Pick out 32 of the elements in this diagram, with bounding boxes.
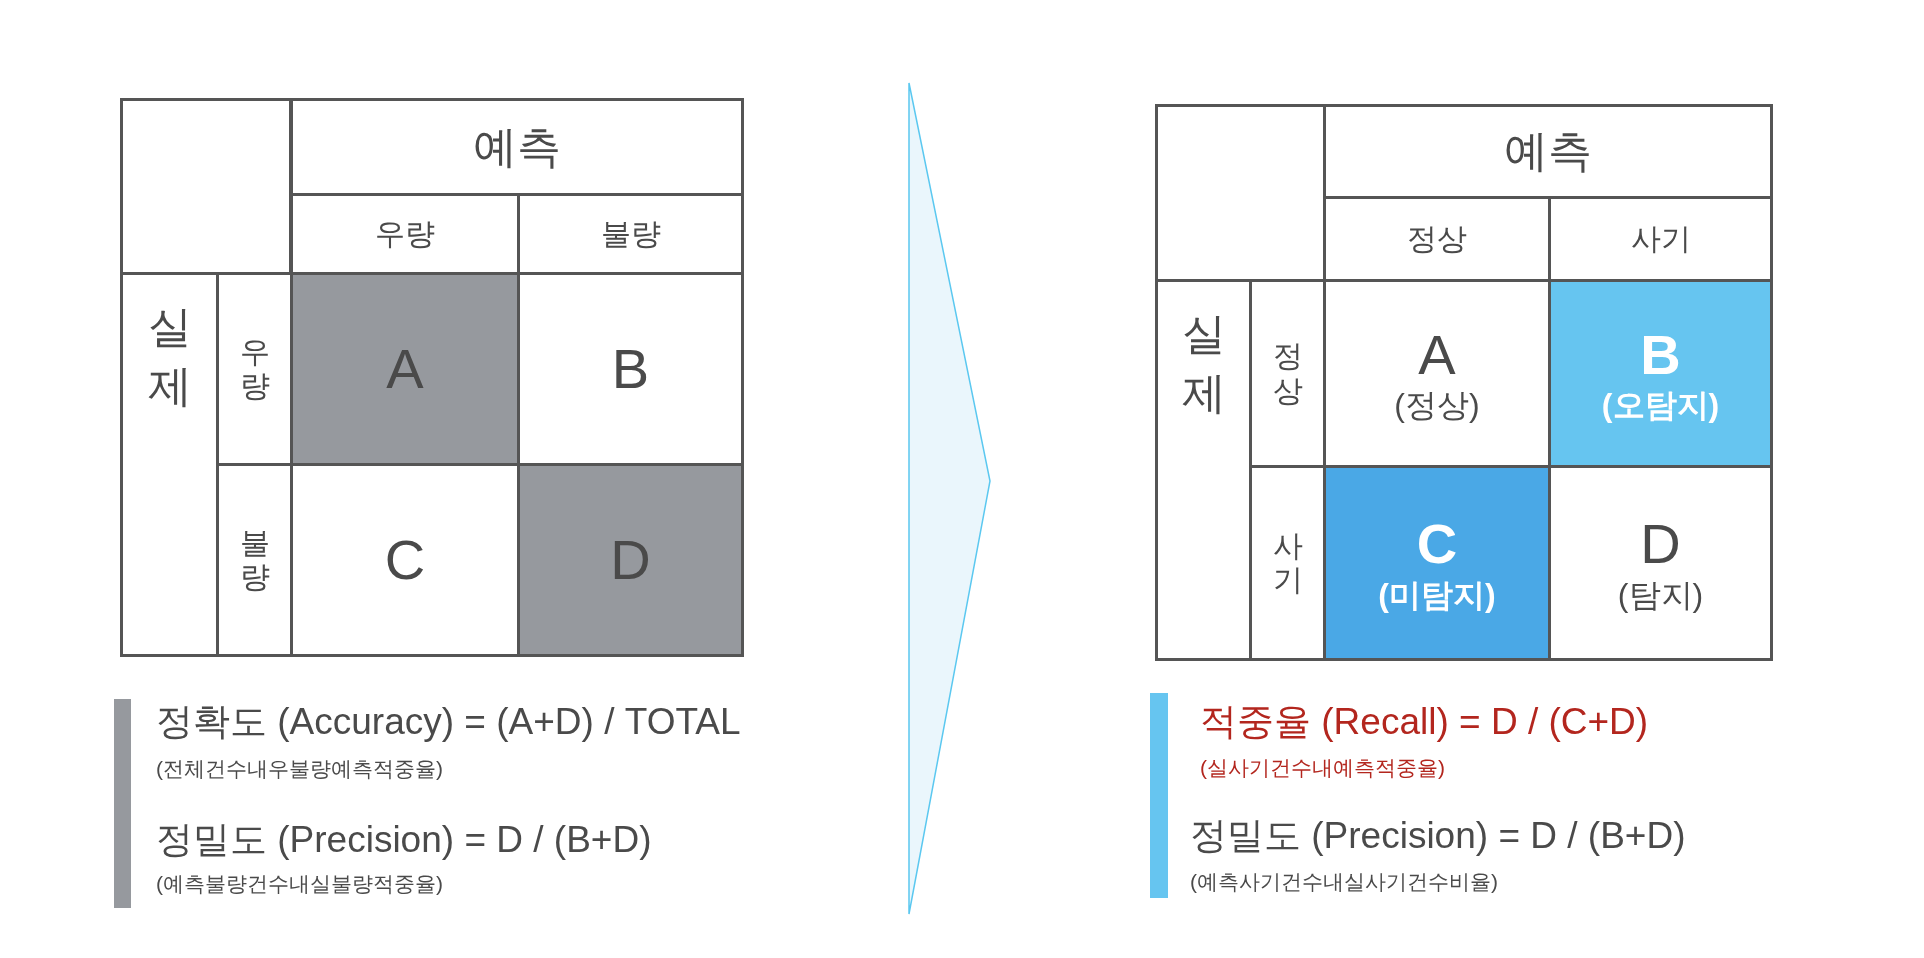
formula-note: (예측사기건수내실사기건수비율) — [1190, 870, 1498, 894]
axis-title: 실제 — [147, 301, 192, 413]
formula-note: (예측불량건수내실불량적중율) — [156, 872, 443, 896]
formula-text: 정확도 (Accuracy) = (A+D) / TOTAL — [156, 702, 741, 743]
cell-letter: D — [1640, 512, 1681, 577]
formula-note: (전체건수내우불량예측적중율) — [156, 757, 443, 781]
cell-caption: (정상) — [1394, 387, 1480, 425]
axis-title: 실제 — [1181, 308, 1226, 420]
cell-letter: A — [1418, 322, 1456, 388]
row-header: 우량 — [239, 334, 270, 404]
cell-caption: (미탐지) — [1378, 576, 1496, 614]
cell-letter: B — [611, 336, 650, 402]
formula-text: 정밀도 (Precision) = D / (B+D) — [156, 820, 652, 861]
column-header: 우량 — [375, 216, 435, 252]
cell-letter: C — [384, 527, 426, 593]
axis-title: 예측 — [473, 121, 561, 173]
cell-caption: (탐지) — [1617, 576, 1704, 614]
cell-letter: A — [386, 336, 424, 402]
formula-text: 적중율 (Recall) = D / (C+D) — [1200, 702, 1649, 743]
row-header: 정상 — [1272, 339, 1303, 408]
formula-note: (실사기건수내예측적중율) — [1200, 756, 1445, 780]
row-header: 불량 — [239, 525, 270, 595]
cell-letter: B — [1640, 322, 1681, 388]
cell-letter: D — [610, 527, 651, 593]
cell-caption: (오탐지) — [1601, 387, 1720, 425]
cell-letter: C — [1416, 512, 1458, 577]
column-header: 사기 — [1630, 221, 1691, 257]
axis-title: 예측 — [1504, 126, 1592, 177]
column-header: 정상 — [1407, 221, 1467, 257]
row-header: 사기 — [1272, 528, 1303, 598]
formula-text: 정밀도 (Precision) = D / (B+D) — [1190, 816, 1686, 857]
column-header: 불량 — [600, 216, 661, 252]
